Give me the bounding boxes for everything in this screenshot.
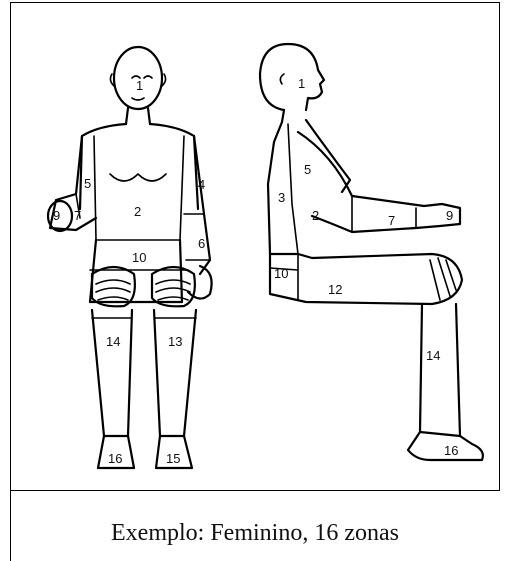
figure-caption: Exemplo: Feminino, 16 zonas	[12, 520, 498, 547]
front-zone-head: 1	[136, 78, 143, 93]
side-ear	[280, 74, 284, 84]
front-zone-hand-left: 9	[53, 208, 60, 223]
side-view-figure	[260, 44, 483, 460]
side-arm	[298, 132, 460, 232]
side-zone-head: 1	[298, 76, 305, 91]
front-leg-right-side	[154, 310, 196, 436]
front-zone-leg-right: 13	[168, 334, 182, 349]
side-zone-leg: 14	[426, 348, 440, 363]
front-neck	[126, 108, 150, 124]
frame-border-top	[10, 2, 500, 3]
front-zone-torso: 2	[134, 204, 141, 219]
front-chest	[110, 174, 166, 181]
frame-border-right	[499, 2, 500, 491]
front-torso-sides	[94, 136, 184, 240]
front-zone-leg-left: 14	[106, 334, 120, 349]
side-zone-back: 3	[278, 190, 285, 205]
side-zone-foot: 16	[444, 443, 458, 458]
front-zone-forearm-right: 6	[198, 236, 205, 251]
front-zone-pelvis: 10	[132, 250, 146, 265]
side-head-outline	[260, 44, 324, 110]
body-zones-diagram: 1 2 4 5 6 7 9 10 13 14 15 16	[12, 4, 498, 488]
front-shoulders	[80, 124, 198, 209]
side-zone-torso: 2	[312, 208, 319, 223]
front-view-figure	[48, 47, 212, 468]
front-mouth	[132, 98, 144, 100]
side-zone-pelvis: 10	[274, 266, 288, 281]
front-knee-hatching	[96, 280, 190, 300]
front-zone-upper-arm-left: 5	[84, 176, 91, 191]
side-zone-hand: 9	[446, 208, 453, 223]
side-back	[268, 110, 284, 254]
side-back-zone-line	[288, 124, 298, 254]
frame-border-left	[10, 2, 11, 561]
front-arm-right-side	[194, 136, 210, 274]
side-lower-leg	[420, 304, 460, 436]
manikin-illustration: 1 2 4 5 6 7 9 10 13 14 15 16	[12, 4, 498, 488]
front-zone-forearm-left: 7	[74, 208, 81, 223]
side-zone-thigh: 12	[328, 282, 342, 297]
frame-divider	[10, 490, 500, 491]
side-zone-forearm: 7	[388, 213, 395, 228]
front-leg-left-side	[92, 310, 132, 436]
front-zone-upper-arm-right: 4	[198, 177, 205, 192]
front-hand-right-side	[188, 266, 212, 299]
front-zone-foot-left: 16	[108, 451, 122, 466]
side-knee-hatching	[430, 258, 456, 300]
side-zone-upper-arm: 5	[304, 162, 311, 177]
front-zone-foot-right: 15	[166, 451, 180, 466]
